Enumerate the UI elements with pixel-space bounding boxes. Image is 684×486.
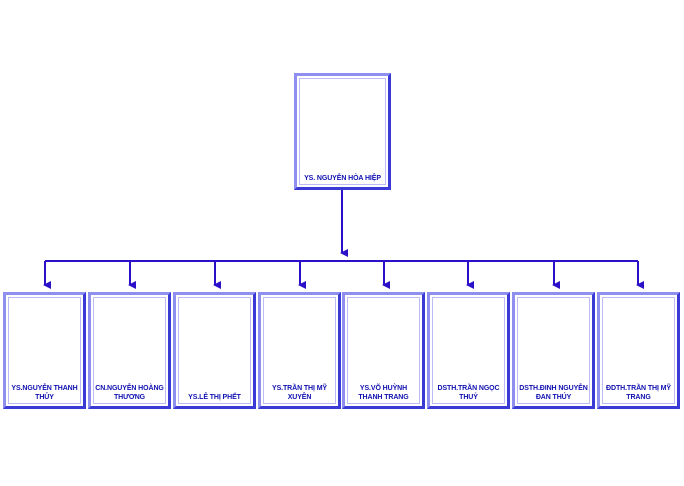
child-node-6[interactable]: DSTH.TRẦN NGỌC THUỶ (427, 292, 510, 409)
child-node-label: CN.NGUYỄN HOÀNG THƯƠNG (95, 385, 164, 401)
child-node-label: YS.LÊ THỊ PHẾT (188, 394, 241, 401)
child-node-2[interactable]: CN.NGUYỄN HOÀNG THƯƠNG (88, 292, 171, 409)
child-node-label: DSTH.TRẦN NGỌC THUỶ (437, 385, 500, 401)
child-node-1[interactable]: YS.NGUYỄN THANH THỦY (3, 292, 86, 409)
child-node-3[interactable]: YS.LÊ THỊ PHẾT (173, 292, 256, 409)
child-node-5[interactable]: YS.VÕ HUỲNH THANH TRANG (342, 292, 425, 409)
root-node-label: YS. NGUYỄN HÒA HIỆP (304, 175, 381, 182)
child-node-4[interactable]: YS.TRẦN THỊ MỸ XUYÊN (258, 292, 341, 409)
child-node-label: YS.TRẦN THỊ MỸ XUYÊN (272, 385, 327, 401)
child-node-label: ĐDTH.TRẦN THỊ MỸ TRANG (606, 385, 671, 401)
root-node[interactable]: YS. NGUYỄN HÒA HIỆP (294, 73, 391, 190)
child-node-label: YS.VÕ HUỲNH THANH TRANG (358, 385, 409, 401)
child-node-label: DSTH.ĐINH NGUYỄN ĐAN THÚY (519, 385, 588, 401)
child-node-8[interactable]: ĐDTH.TRẦN THỊ MỸ TRANG (597, 292, 680, 409)
child-node-7[interactable]: DSTH.ĐINH NGUYỄN ĐAN THÚY (512, 292, 595, 409)
child-node-label: YS.NGUYỄN THANH THỦY (11, 385, 78, 401)
